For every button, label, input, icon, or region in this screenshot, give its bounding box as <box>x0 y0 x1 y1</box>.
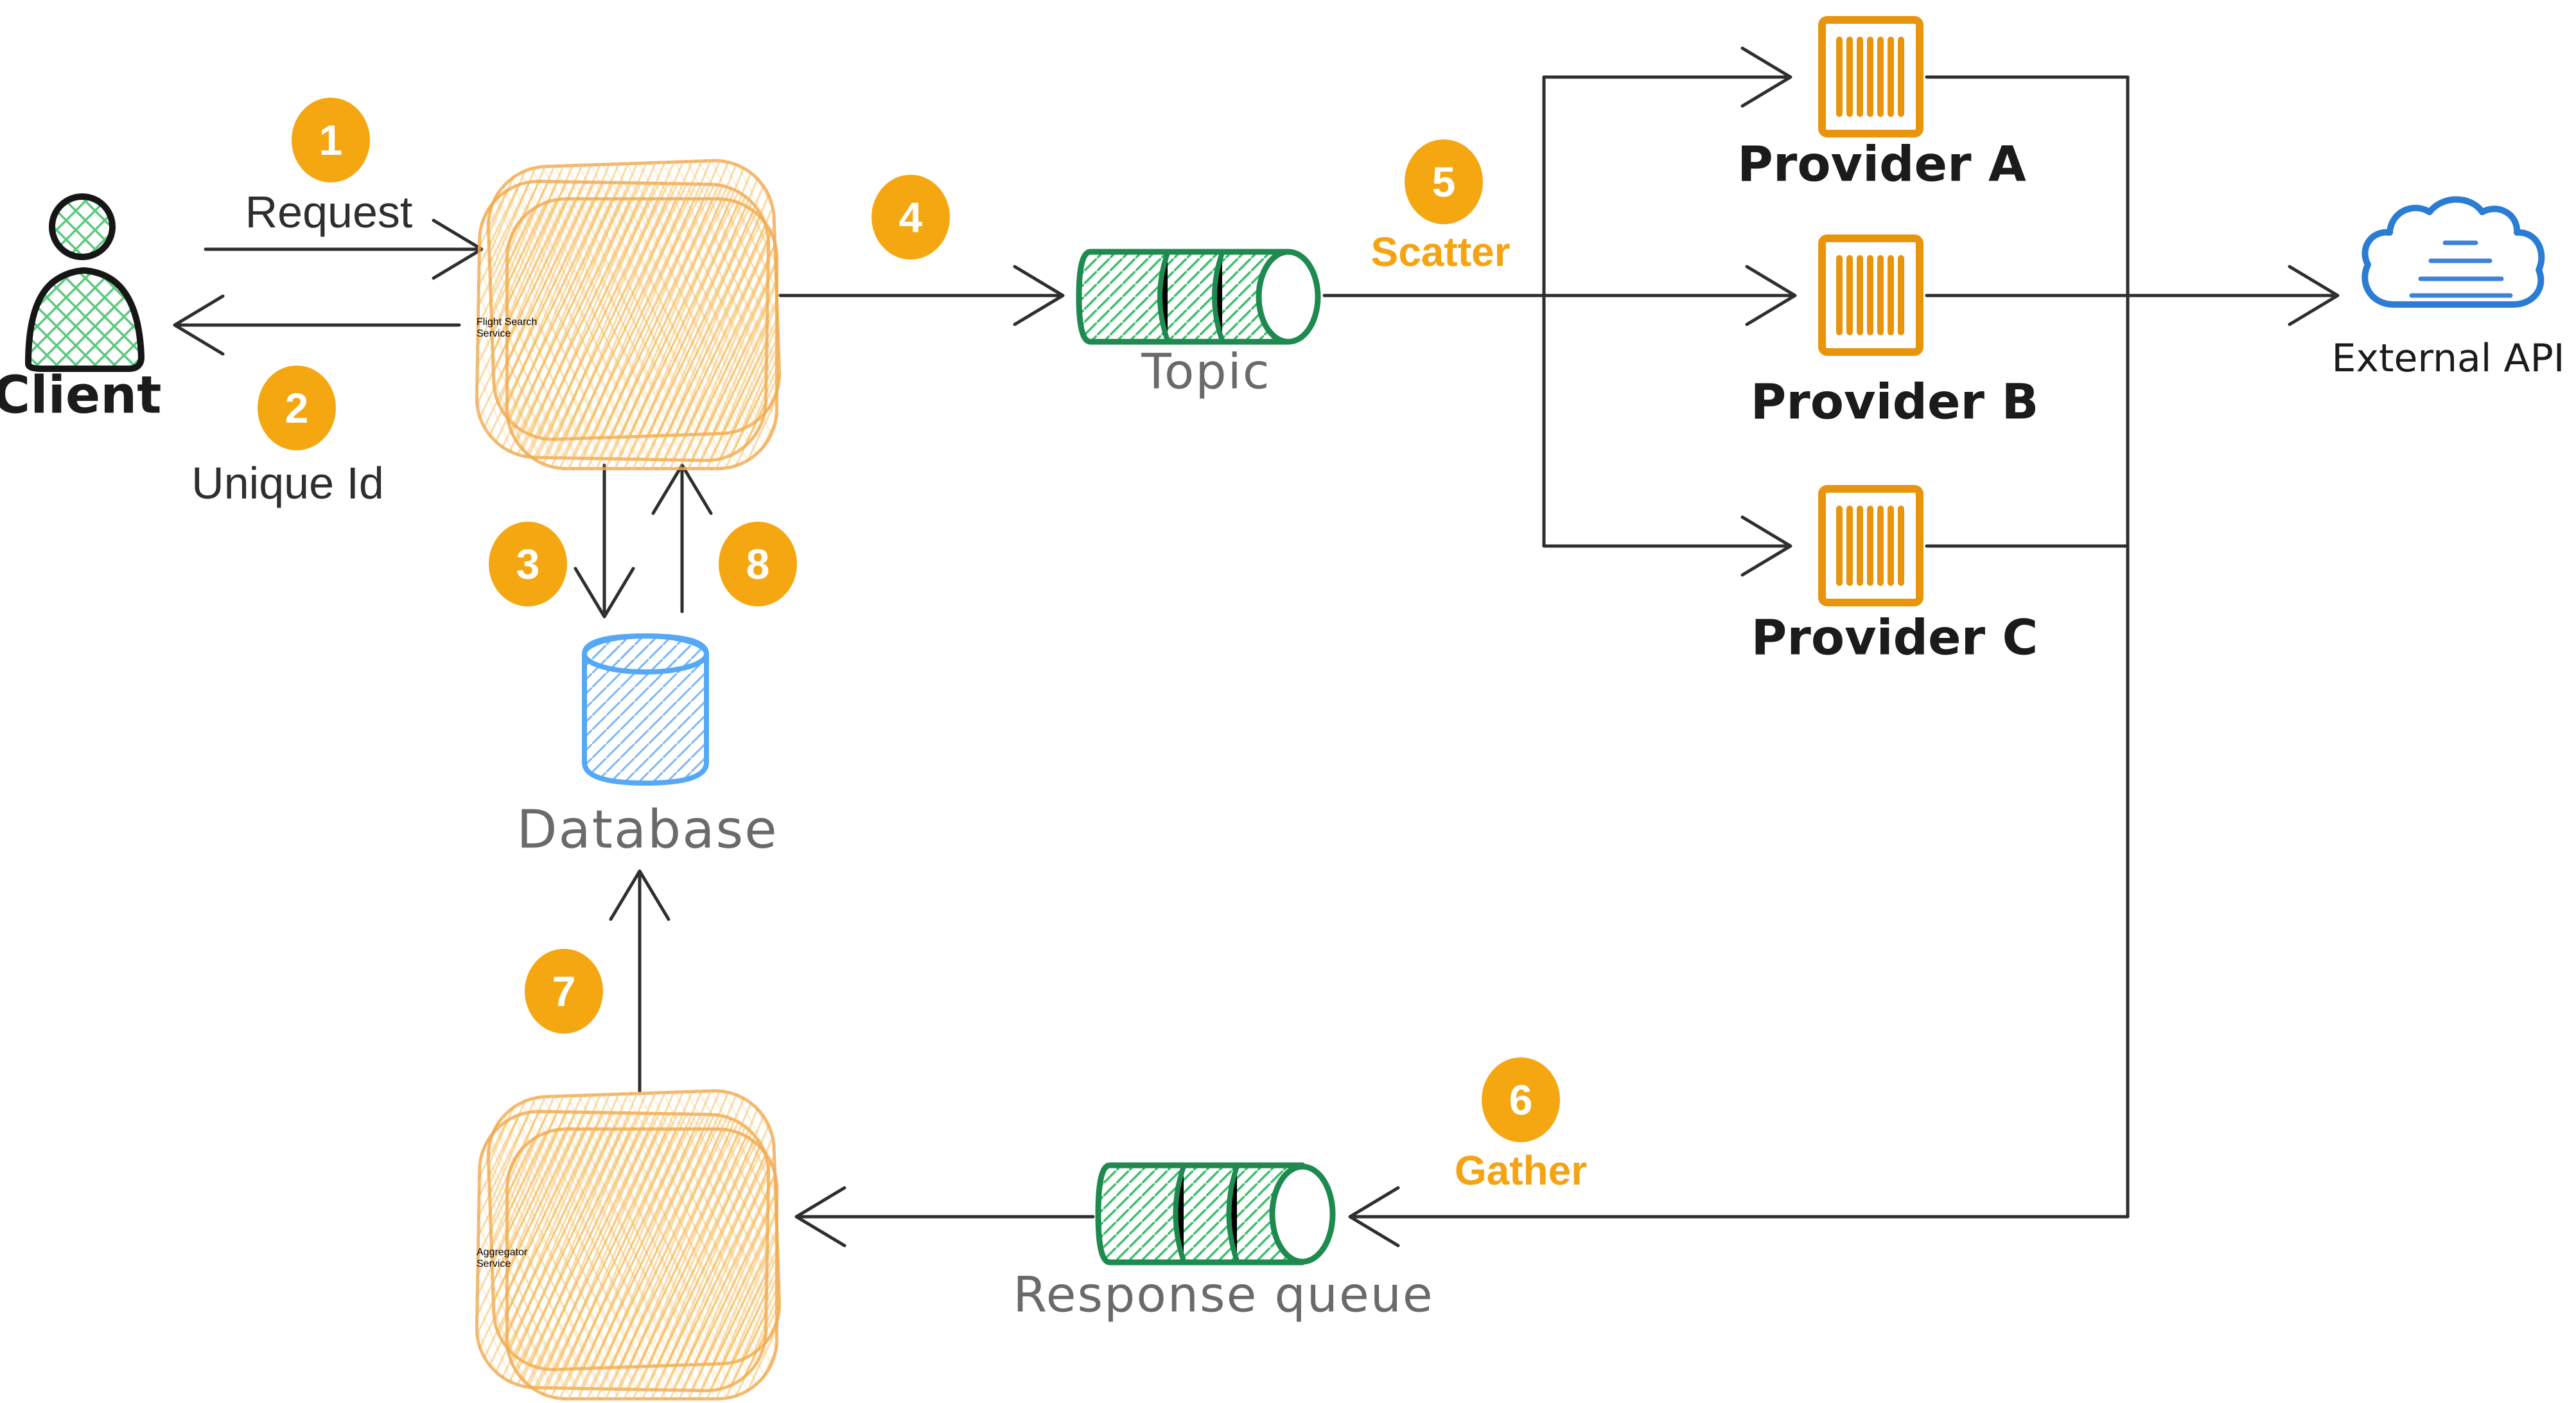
step-6-number: 6 <box>1509 1076 1533 1124</box>
aggregator-service-line2: Service <box>477 1258 511 1270</box>
flight-search-service-label: Flight Search Service <box>477 317 785 340</box>
external-api-cloud-icon <box>2361 196 2545 308</box>
provider-c-label: Provider C <box>1751 608 2038 666</box>
flight-search-service-line2: Service <box>477 328 511 340</box>
step-7-number: 7 <box>552 967 576 1015</box>
external-api-label: External API <box>2331 336 2565 381</box>
provider-a-label: Provider A <box>1737 135 2026 193</box>
aggregator-service-node: Aggregator Service <box>474 1087 785 1400</box>
database-label: Database <box>516 799 778 861</box>
topic-label: Topic <box>1141 342 1271 400</box>
service-box-layer <box>505 1127 778 1400</box>
client-label: Client <box>0 365 162 425</box>
client-person-icon <box>25 193 145 372</box>
database-icon <box>582 633 709 786</box>
step-4-badge: 4 <box>872 175 950 260</box>
step-2-number: 2 <box>285 384 309 432</box>
provider-c-container-icon <box>1818 485 1923 606</box>
aggregator-service-line1: Aggregator <box>477 1247 528 1258</box>
step-1-badge: 1 <box>292 98 370 182</box>
response-queue-icon <box>1095 1162 1336 1266</box>
response-queue-label: Response queue <box>1013 1266 1434 1323</box>
provider-b-label: Provider B <box>1750 373 2039 430</box>
step-8-badge: 8 <box>719 522 797 606</box>
step-5-number: 5 <box>1432 158 1456 206</box>
service-box-layer <box>505 197 778 470</box>
step-1-number: 1 <box>319 116 343 164</box>
step-8-number: 8 <box>746 540 770 588</box>
step-3-number: 3 <box>516 540 540 588</box>
step-6-badge: 6 <box>1482 1057 1560 1142</box>
aggregator-service-label: Aggregator Service <box>477 1247 785 1270</box>
flight-search-service-line1: Flight Search <box>477 317 538 328</box>
step-3-badge: 3 <box>489 522 567 606</box>
gather-label: Gather <box>1454 1147 1588 1194</box>
flight-search-service-node: Flight Search Service <box>474 157 785 470</box>
topic-queue-icon <box>1076 249 1321 345</box>
request-label: Request <box>245 187 413 237</box>
step-7-badge: 7 <box>525 949 603 1034</box>
step-5-badge: 5 <box>1405 139 1483 224</box>
provider-a-container-icon <box>1818 16 1923 137</box>
provider-b-container-icon <box>1818 234 1923 356</box>
step-2-badge: 2 <box>258 366 336 450</box>
unique-id-label: Unique Id <box>191 458 384 508</box>
scatter-label: Scatter <box>1371 229 1511 275</box>
step-4-number: 4 <box>898 193 923 241</box>
